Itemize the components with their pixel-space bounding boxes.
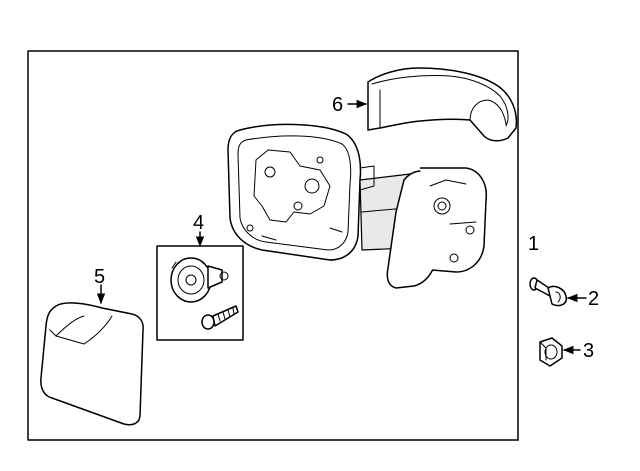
mirror-housing-part	[227, 123, 488, 289]
nut-part	[539, 337, 563, 367]
bolt-part	[529, 277, 568, 307]
screw-part	[201, 305, 239, 330]
callout-1: 1	[528, 233, 539, 255]
callout-6: 6	[332, 94, 343, 116]
assembly-frame	[27, 50, 519, 441]
callout-2: 2	[588, 288, 599, 310]
leader-lines	[96, 99, 587, 355]
callout-3: 3	[583, 340, 594, 362]
actuator-part	[156, 245, 244, 341]
callout-4: 4	[193, 212, 204, 234]
callout-5: 5	[94, 266, 105, 288]
mirror-cap-part	[367, 67, 518, 142]
mirror-glass-part	[40, 302, 144, 426]
